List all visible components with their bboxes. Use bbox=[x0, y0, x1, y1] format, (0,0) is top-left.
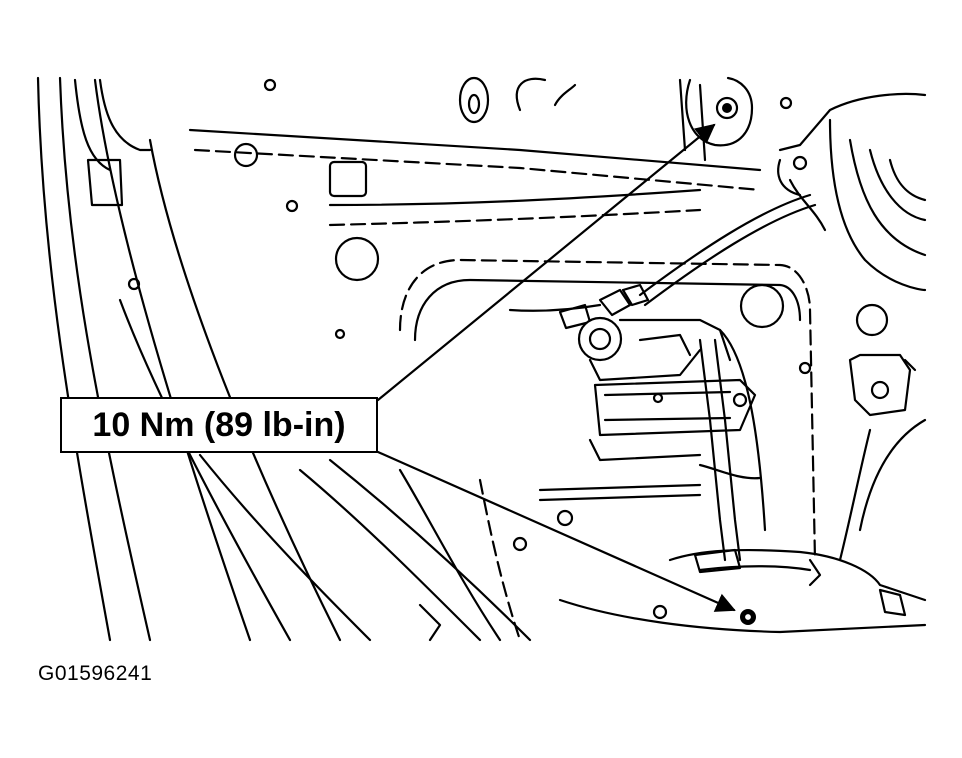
inner-panel-top-edge bbox=[188, 128, 762, 227]
door-frame-left bbox=[36, 76, 342, 642]
upper-bolt bbox=[685, 76, 754, 147]
lower-panel-lines bbox=[198, 453, 532, 642]
window-regulator-motor bbox=[538, 316, 767, 562]
speaker-housing bbox=[678, 78, 927, 292]
lower-bolt bbox=[740, 609, 756, 625]
leader-arrow-lower bbox=[376, 450, 736, 612]
figure-id: G01596241 bbox=[38, 662, 153, 685]
lower-right-features bbox=[558, 353, 927, 634]
panel-opening bbox=[398, 258, 889, 562]
panel-holes bbox=[127, 76, 812, 620]
torque-callout: 10 Nm (89 lb-in) bbox=[60, 397, 378, 453]
torque-spec-label: 10 Nm (89 lb-in) bbox=[92, 405, 346, 444]
callout-leaders bbox=[376, 123, 736, 612]
leader-arrow-upper bbox=[376, 123, 716, 402]
